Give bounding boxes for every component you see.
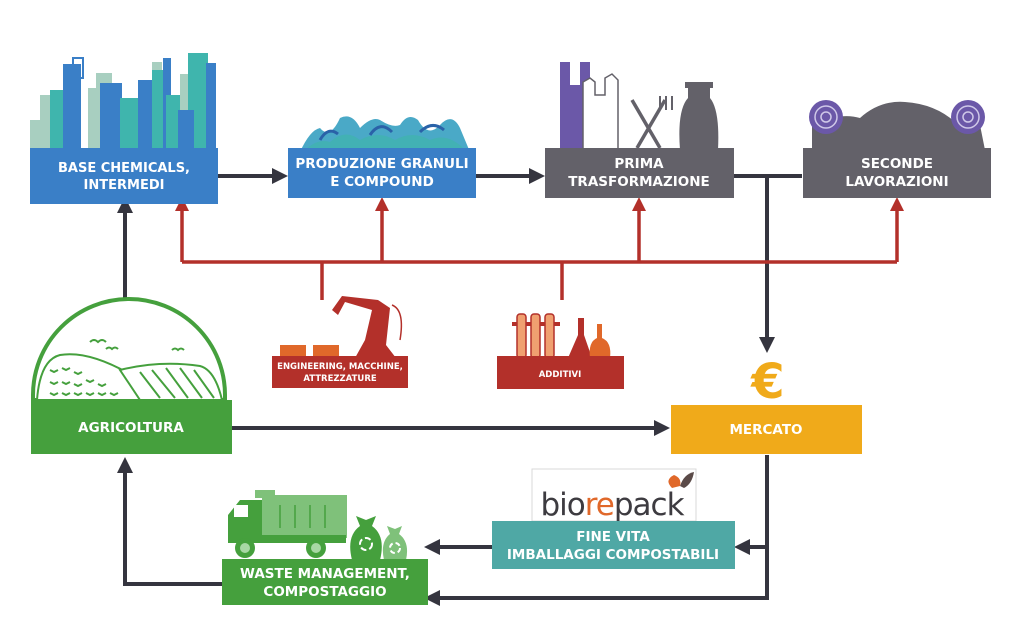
seconde-box xyxy=(803,148,991,198)
node-additivi[interactable]: ADDITIVI xyxy=(497,313,624,389)
seconde-label-1: SECONDE xyxy=(861,156,933,172)
euro-icon: € xyxy=(750,354,784,410)
prima-label-2: TRASFORMAZIONE xyxy=(568,174,710,190)
fine-vita-label-1: FINE VITA xyxy=(576,529,650,545)
fine-vita-label-2: IMBALLAGGI COMPOSTABILI xyxy=(507,547,719,563)
factory-skyline-icon xyxy=(30,53,216,155)
prima-label-1: PRIMA xyxy=(614,156,664,172)
base-chemicals-box xyxy=(30,148,218,204)
mercato-label: MERCATO xyxy=(729,422,802,438)
engineering-box xyxy=(272,356,408,388)
engineering-label-1: ENGINEERING, MACCHINE, xyxy=(277,362,403,372)
base-chemicals-label-2: INTERMEDI xyxy=(84,178,165,193)
node-prima-trasformazione[interactable]: PRIMA TRASFORMAZIONE xyxy=(545,62,734,198)
robot-arm-icon xyxy=(280,296,403,358)
granuli-label-1: PRODUZIONE GRANULI xyxy=(295,156,468,172)
biorepack-logo: biorepack xyxy=(540,487,684,523)
granules-icon xyxy=(300,116,470,152)
truck-bags-icon xyxy=(228,490,408,560)
flow-connectors xyxy=(117,168,802,606)
waste-box xyxy=(222,559,428,605)
biorepack-logo-frame xyxy=(531,468,697,522)
mercato-box xyxy=(671,405,862,454)
node-fine-vita[interactable]: biorepack FINE VITA IMBALLAGGI COMPOSTAB… xyxy=(492,468,735,569)
agricoltura-label: AGRICOLTURA xyxy=(78,420,184,436)
additivi-box xyxy=(497,356,624,389)
additivi-label: ADDITIVI xyxy=(539,370,582,380)
node-base-chemicals[interactable]: BASE CHEMICALS, INTERMEDI xyxy=(30,53,218,204)
edge-waste-to-agricoltura xyxy=(117,457,222,586)
test-tubes-icon xyxy=(512,313,611,359)
agricoltura-box xyxy=(31,400,232,454)
node-engineering[interactable]: ENGINEERING, MACCHINE, ATTREZZATURE xyxy=(272,296,408,388)
seconde-label-2: LAVORAZIONI xyxy=(845,174,948,190)
film-rolls-icon xyxy=(809,100,985,150)
engineering-label-2: ATTREZZATURE xyxy=(303,374,377,384)
bags-cutlery-bottle-icon xyxy=(560,62,719,151)
edge-mercato-to-waste xyxy=(424,547,769,606)
node-mercato[interactable]: € MERCATO xyxy=(671,354,862,454)
node-seconde-lavorazioni[interactable]: SECONDE LAVORAZIONI xyxy=(803,100,991,198)
prima-box xyxy=(545,148,734,198)
node-produzione-granuli[interactable]: PRODUZIONE GRANULI E COMPOUND xyxy=(288,116,476,198)
base-chemicals-label-1: BASE CHEMICALS, xyxy=(58,161,190,176)
waste-label-2: COMPOSTAGGIO xyxy=(263,584,386,600)
support-connectors xyxy=(175,197,904,300)
node-agricoltura[interactable]: AGRICOLTURA xyxy=(31,297,232,454)
granuli-box xyxy=(288,148,476,198)
node-waste-management[interactable]: WASTE MANAGEMENT, COMPOSTAGGIO xyxy=(222,490,428,605)
waste-label-1: WASTE MANAGEMENT, xyxy=(240,566,410,582)
fine-vita-box xyxy=(492,521,735,569)
granuli-label-2: E COMPOUND xyxy=(330,174,434,190)
butterfly-icon xyxy=(668,472,694,488)
edge-mercato-to-finevita xyxy=(734,455,769,555)
fields-icon xyxy=(31,297,227,402)
